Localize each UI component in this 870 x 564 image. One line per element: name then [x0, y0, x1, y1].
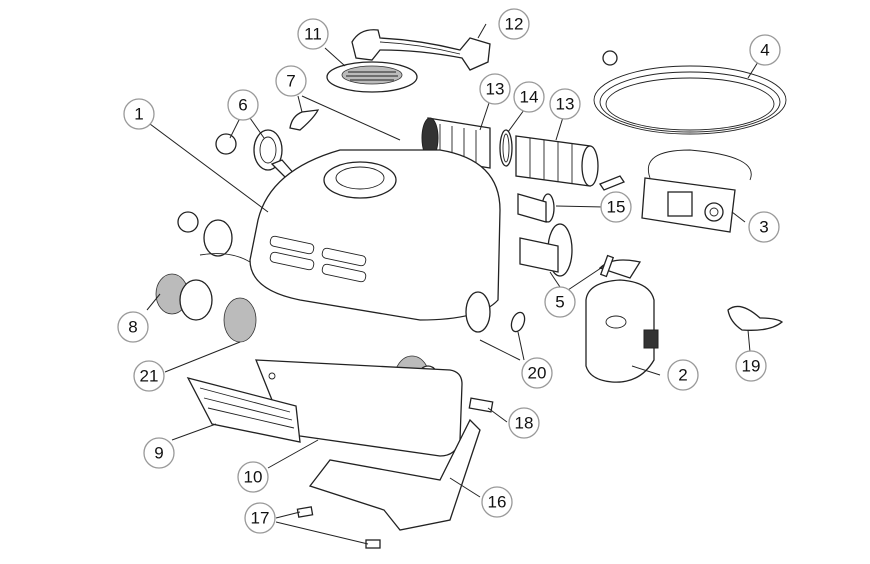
- callout-label: 5: [555, 293, 564, 312]
- leader-9: [171, 423, 217, 441]
- callout-label: 8: [128, 318, 137, 337]
- axle-part: [468, 397, 494, 413]
- motor-assembly-part: [517, 193, 615, 278]
- callout-21: 21: [133, 360, 165, 392]
- callout-4: 4: [749, 34, 781, 66]
- impeller-part: [727, 305, 784, 331]
- brush-rollers-part: [421, 117, 599, 187]
- leader-11: [324, 47, 346, 67]
- leader-17b: [275, 521, 369, 545]
- leader-14: [507, 109, 525, 133]
- callout-label: 4: [760, 41, 769, 60]
- hub-ring-part: [215, 129, 298, 181]
- callout-label: 11: [304, 25, 322, 44]
- leader-21: [164, 341, 241, 373]
- callout-6: 6: [227, 89, 259, 121]
- callout-label: 6: [238, 96, 247, 115]
- leader-3: [731, 211, 746, 223]
- callout-3: 3: [748, 211, 780, 243]
- leader-6b: [249, 117, 265, 139]
- front-grill-part: [186, 377, 301, 443]
- callout-label: 3: [759, 218, 768, 237]
- callout-7: 7: [275, 65, 307, 97]
- leader-2: [631, 365, 661, 376]
- leader-1: [149, 123, 269, 213]
- callout-20: 20: [521, 357, 553, 389]
- top-grate-part: [326, 61, 418, 93]
- callout-label: 2: [678, 366, 687, 385]
- callout-5: 5: [544, 286, 576, 318]
- leader-lines: [146, 23, 759, 545]
- clip-part: [289, 109, 320, 131]
- leader-20a: [479, 339, 521, 361]
- leader-17a: [275, 511, 301, 519]
- leader-10: [267, 439, 319, 469]
- callout-10: 10: [237, 461, 269, 493]
- leader-16: [449, 477, 481, 498]
- leader-6a: [229, 117, 241, 139]
- leader-19: [747, 329, 751, 353]
- callout-19: 19: [735, 350, 767, 382]
- pump-motor-part: [585, 259, 659, 383]
- callout-label: 15: [607, 198, 626, 217]
- callout-label: 7: [286, 72, 295, 91]
- callout-13a: 13: [479, 73, 511, 105]
- callout-16: 16: [481, 486, 513, 518]
- callout-1: 1: [123, 98, 155, 130]
- leader-4: [747, 61, 759, 79]
- side-hub-part: [177, 211, 251, 263]
- callout-12: 12: [498, 8, 530, 40]
- callout-label: 21: [140, 367, 159, 386]
- callout-9: 9: [143, 437, 175, 469]
- power-supply-part: [599, 149, 752, 233]
- callout-18: 18: [508, 407, 540, 439]
- leader-15: [555, 205, 605, 208]
- callout-label: 19: [742, 357, 761, 376]
- callout-15: 15: [600, 191, 632, 223]
- leader-7a: [297, 95, 303, 113]
- callout-2: 2: [667, 359, 699, 391]
- callout-17: 17: [244, 502, 276, 534]
- callout-13b: 13: [549, 88, 581, 120]
- callout-label: 10: [244, 468, 263, 487]
- callout-14: 14: [513, 81, 545, 113]
- callout-label: 14: [520, 88, 539, 107]
- small-clips-part: [296, 506, 381, 549]
- side-cap-part: [465, 291, 526, 333]
- callout-label: 13: [486, 80, 505, 99]
- callout-8: 8: [117, 311, 149, 343]
- callout-label: 16: [488, 493, 507, 512]
- bottom-bracket-part: [308, 418, 481, 531]
- leader-8: [146, 293, 161, 311]
- handle-part: [351, 29, 491, 71]
- leader-13a: [479, 99, 491, 131]
- leader-7b: [301, 95, 401, 141]
- callout-label: 1: [134, 105, 143, 124]
- callout-label: 13: [556, 95, 575, 114]
- callout-label: 18: [515, 414, 534, 433]
- leader-20b: [517, 331, 525, 361]
- callout-label: 12: [505, 15, 524, 34]
- main-body-part: [249, 149, 501, 321]
- callout-11: 11: [297, 18, 329, 50]
- callout-label: 9: [154, 444, 163, 463]
- cable-coil-part: [593, 50, 787, 135]
- callout-label: 17: [251, 509, 270, 528]
- leader-18: [487, 407, 508, 423]
- callout-label: 20: [528, 364, 547, 383]
- leader-5b: [567, 265, 605, 291]
- leader-12: [477, 23, 487, 39]
